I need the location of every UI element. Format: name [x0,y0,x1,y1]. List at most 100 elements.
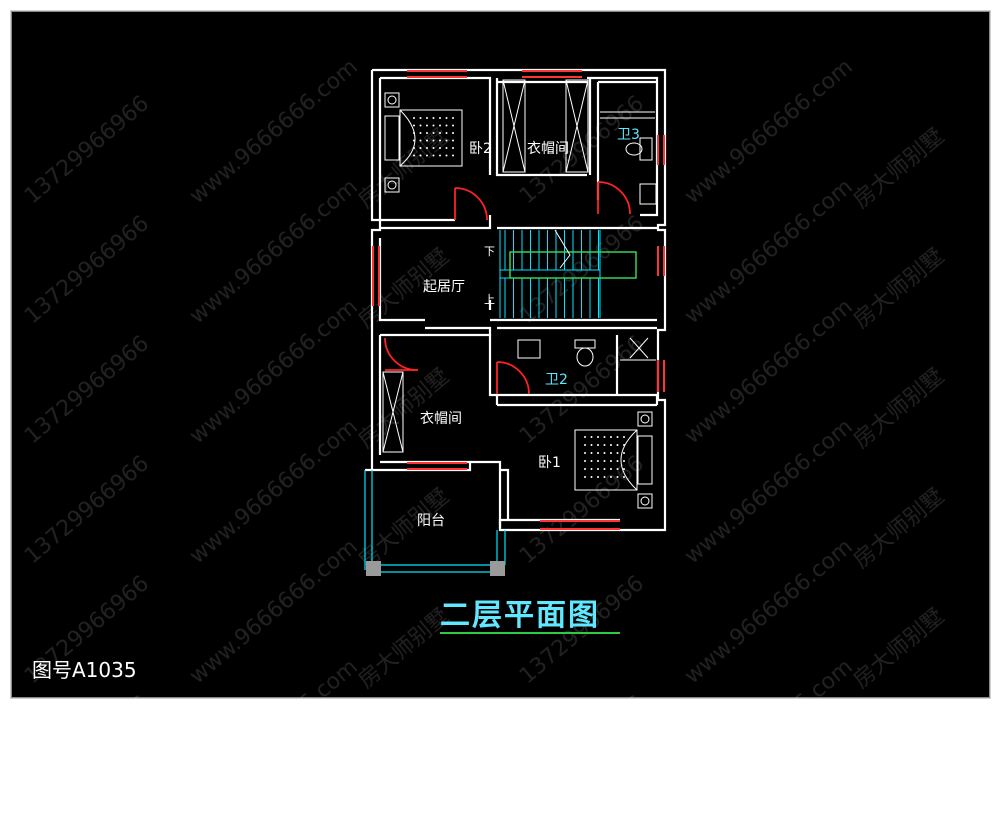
floor-plan [364,68,667,576]
doors [384,181,631,395]
bed-dot [623,436,625,438]
bed-dot [590,452,593,454]
bed-dot [426,117,428,119]
bed-dot [597,460,599,462]
bed-dot [603,468,606,470]
bed-dot [616,468,619,470]
drawing-number: 图号A1035 [32,658,137,682]
stair-arrow [554,229,571,269]
room-label-bedroom2: 卧2 [469,141,492,157]
bed-dot [590,444,593,446]
bed-dot [426,139,428,142]
bed-dot [432,132,435,134]
bed-dot [445,132,448,134]
bed-pattern [413,117,625,478]
room-label-living: 起居厅 [423,279,465,295]
bed-dot [432,154,435,157]
bed-dot [439,124,441,127]
bed-dot [597,444,599,446]
bed-dot [413,124,415,127]
watermark-text: 房大师别墅 [848,723,950,814]
plan-title: 二层平面图 [440,598,600,633]
bed-dot [439,139,441,142]
bed-dot [584,460,586,462]
bed-dot [445,124,448,127]
bed-dot [419,132,422,134]
room-label-cloakroom-top: 衣帽间 [527,141,569,157]
bed-dot [445,147,448,149]
bed-dot [603,452,606,454]
bath-fixtures [517,111,657,367]
bed-dot [623,452,625,454]
bed-dot [439,147,441,149]
bed-dot [445,154,448,157]
title-underline [440,632,620,634]
bed-dot [616,436,619,438]
bed-dot [623,476,625,478]
watermark-text: 房大师别墅 [353,723,455,814]
bed-dot [590,436,593,438]
bed-dot [432,139,435,142]
bed-dot [603,476,606,478]
bed-dot [610,476,612,478]
bed-dot [426,124,428,127]
room-label-balcony: 阳台 [417,513,445,529]
bed-dot [616,444,619,446]
stair-up-label: 上 [484,293,495,306]
bed-dot [419,117,422,119]
bed-dot [413,147,415,149]
bed-dot [413,132,415,134]
bed-dot [597,452,599,454]
wardrobes [382,79,589,453]
bed-dot [590,468,593,470]
balcony-railing [364,470,506,573]
bed-dot [616,452,619,454]
stair-steps [504,230,599,318]
bed-dot [413,154,415,157]
bed-dot [603,444,606,446]
bed-dot [590,460,593,462]
bed-dot [610,468,612,470]
bed-dot [623,460,625,462]
bed-dot [419,154,422,157]
bed-dot [603,436,606,438]
bed-dot [452,117,454,119]
bed-dot [584,436,586,438]
beds [384,92,653,509]
bed-dot [432,124,435,127]
bed-dot [445,117,448,119]
bed-dot [610,436,612,438]
bed-dot [590,476,593,478]
bed-dot [597,476,599,478]
bed-dot [452,139,454,142]
windows [372,70,665,530]
bed-dot [616,476,619,478]
bed-dot [584,476,586,478]
room-label-bedroom1: 卧1 [538,455,561,471]
bed-dot [439,132,441,134]
room-label-bath2: 卫2 [545,372,568,388]
drawing-frame [11,11,990,698]
bed-dot [432,117,435,119]
bed-dot [452,124,454,127]
bed-dot [426,147,428,149]
bed-dot [439,117,441,119]
bed-dot [623,468,625,470]
bed-dot [610,452,612,454]
bed-dot [452,154,454,157]
bed-dot [413,117,415,119]
bed-dot [597,468,599,470]
bed-dot [584,444,586,446]
bed-dot [426,154,428,157]
bed-dot [432,147,435,149]
bed-dot [452,132,454,134]
bed-dot [426,132,428,134]
bed-dot [610,444,612,446]
bed-dot [597,436,599,438]
staircase [499,230,601,318]
bed-dot [419,139,422,142]
bed-dot [584,452,586,454]
balcony-post-right [490,561,505,576]
bed-dot [623,444,625,446]
bed-dot [584,468,586,470]
